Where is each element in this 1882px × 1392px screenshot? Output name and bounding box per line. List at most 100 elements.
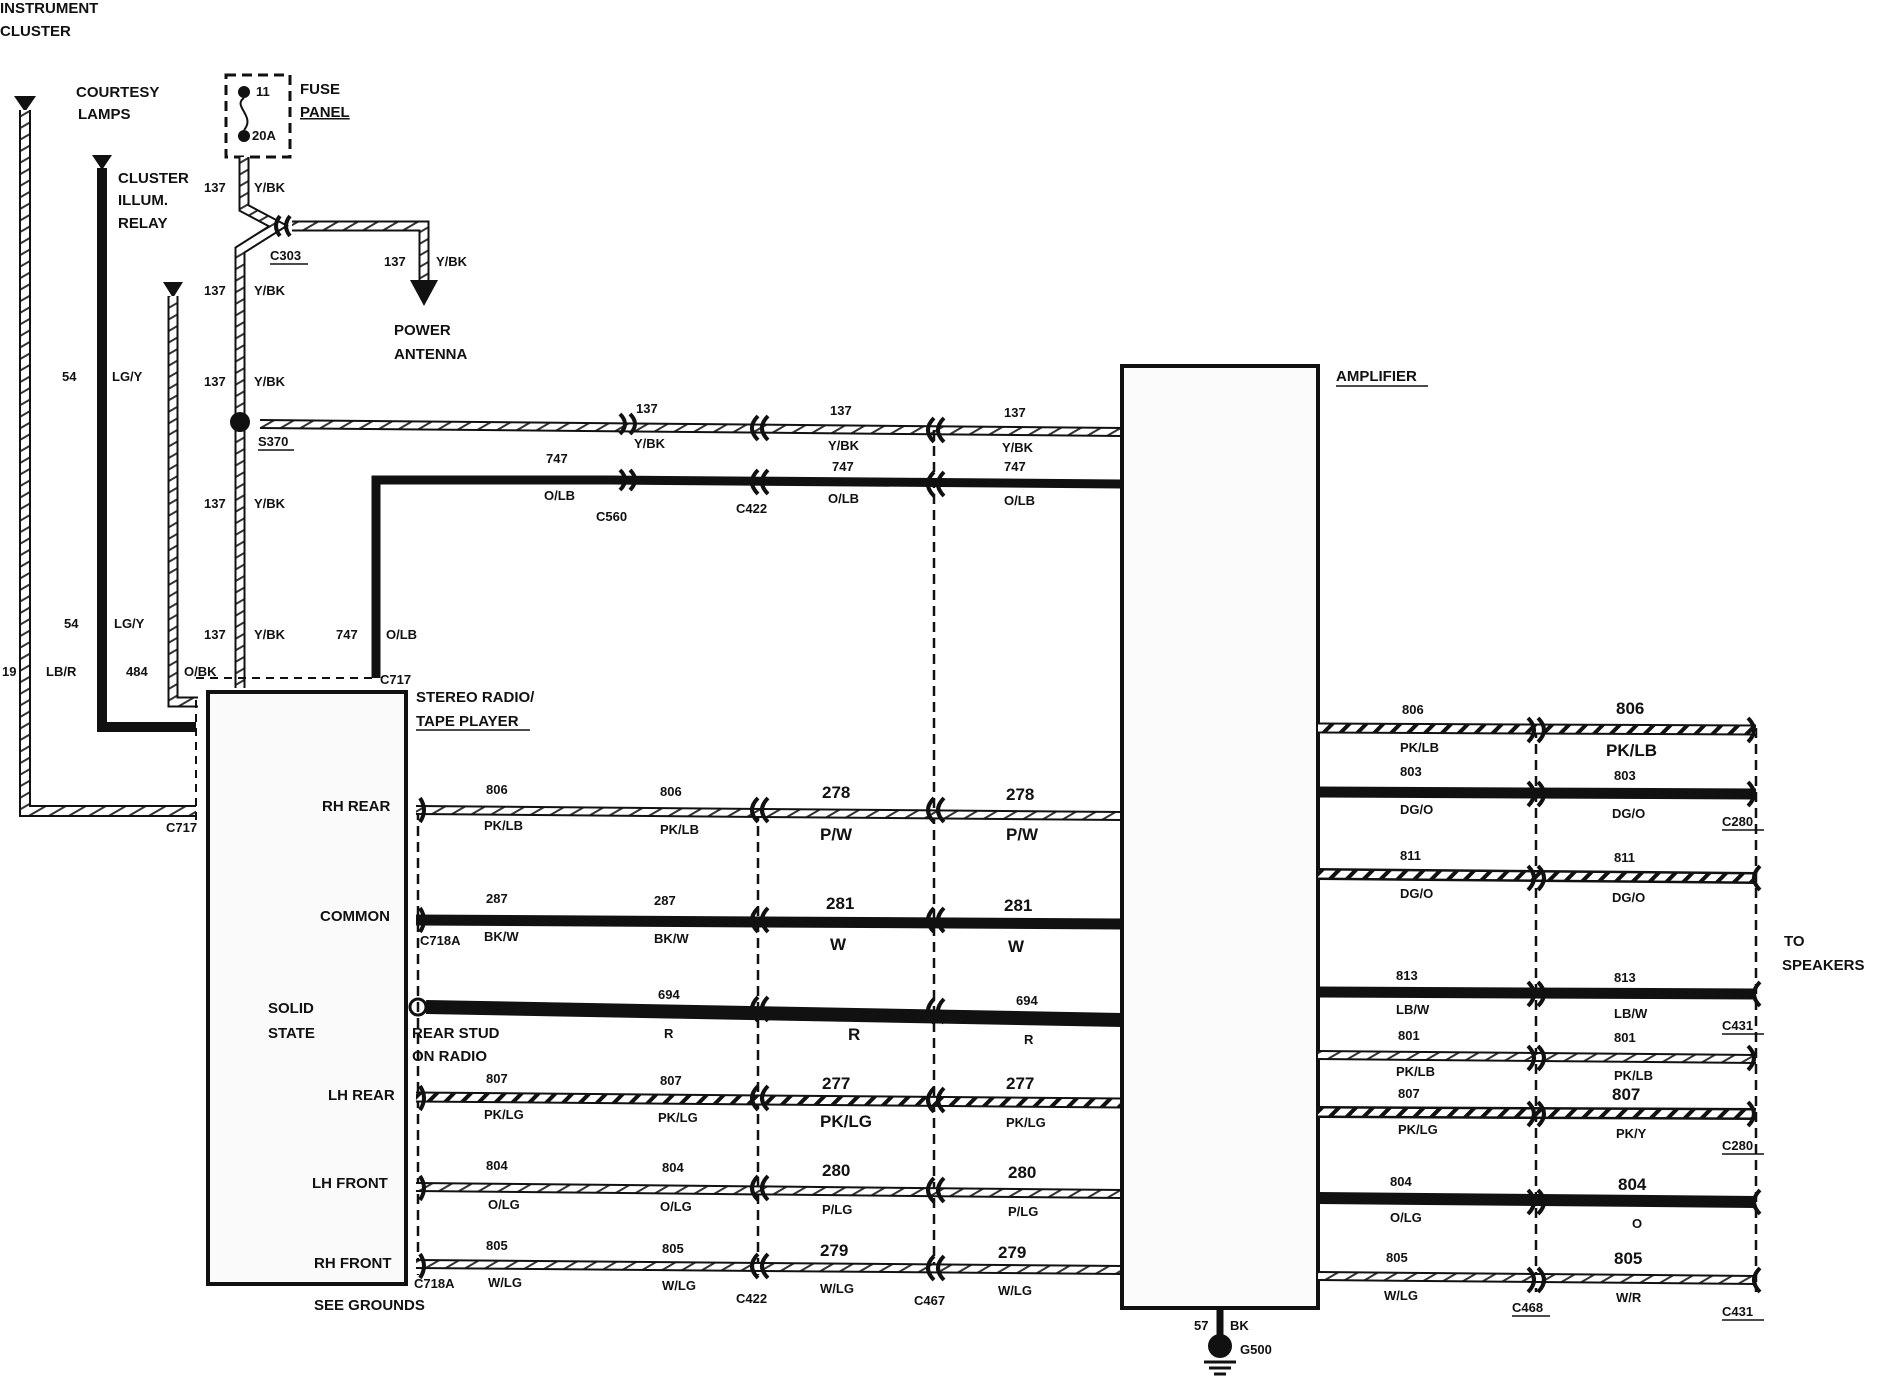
svg-text:807: 807 <box>1612 1085 1640 1104</box>
svg-text:Y/BK: Y/BK <box>254 496 286 511</box>
svg-text:747: 747 <box>336 627 358 642</box>
svg-text:277: 277 <box>822 1074 850 1093</box>
svg-text:ON RADIO: ON RADIO <box>412 1048 487 1065</box>
svg-text:LH REAR: LH REAR <box>328 1087 395 1104</box>
svg-text:804: 804 <box>662 1160 684 1175</box>
amp-connector-chevrons <box>1526 716 1762 1294</box>
svg-text:W/LG: W/LG <box>998 1283 1032 1298</box>
svg-text:O/LB: O/LB <box>1004 493 1035 508</box>
svg-text:811: 811 <box>1400 848 1421 863</box>
connector-chevrons <box>418 412 946 1282</box>
svg-text:C560: C560 <box>596 509 627 524</box>
svg-text:P/W: P/W <box>820 825 853 844</box>
svg-text:POWER: POWER <box>394 322 451 339</box>
svg-text:57: 57 <box>1194 1318 1208 1333</box>
svg-text:BK/W: BK/W <box>484 929 519 944</box>
svg-text:137: 137 <box>204 627 226 642</box>
svg-text:Y/BK: Y/BK <box>436 254 468 269</box>
svg-text:PK/LG: PK/LG <box>1398 1122 1438 1137</box>
svg-text:TO: TO <box>1784 933 1805 950</box>
svg-text:278: 278 <box>822 783 850 802</box>
svg-text:LAMPS: LAMPS <box>78 106 131 123</box>
svg-text:PK/Y: PK/Y <box>1616 1126 1647 1141</box>
svg-text:W/LG: W/LG <box>662 1278 696 1293</box>
svg-text:11: 11 <box>256 84 270 99</box>
amp-output-wires: 806 PK/LB 806 PK/LB 803 DG/O 803 DG/O 81… <box>1317 699 1757 1305</box>
svg-text:807: 807 <box>660 1073 682 1088</box>
svg-text:TAPE PLAYER: TAPE PLAYER <box>416 713 519 730</box>
svg-text:RELAY: RELAY <box>118 215 167 232</box>
svg-text:PK/LG: PK/LG <box>484 1107 524 1122</box>
wire-54: 54 LG/Y 54 LG/Y <box>62 155 196 732</box>
svg-text:CLUSTER: CLUSTER <box>0 23 71 40</box>
svg-text:C718A: C718A <box>414 1276 455 1291</box>
svg-text:805: 805 <box>486 1238 508 1253</box>
svg-text:806: 806 <box>1402 702 1424 717</box>
svg-text:FUSE: FUSE <box>300 81 340 98</box>
svg-text:804: 804 <box>1618 1175 1647 1194</box>
wire-484: 484 O/BK <box>126 282 217 708</box>
svg-text:LG/Y: LG/Y <box>114 616 145 631</box>
svg-text:LG/Y: LG/Y <box>112 369 143 384</box>
svg-text:Y/BK: Y/BK <box>1002 440 1034 455</box>
svg-text:803: 803 <box>1614 768 1636 783</box>
stereo-radio-box: STEREO RADIO/ TAPE PLAYER C717 RH REAR C… <box>166 677 535 1314</box>
svg-text:806: 806 <box>486 782 508 797</box>
svg-text:813: 813 <box>1396 968 1418 983</box>
svg-text:O/LB: O/LB <box>386 627 417 642</box>
svg-text:137: 137 <box>204 496 226 511</box>
svg-text:801: 801 <box>1398 1028 1420 1043</box>
svg-text:COURTESY: COURTESY <box>76 84 159 101</box>
svg-text:279: 279 <box>820 1241 848 1260</box>
svg-text:281: 281 <box>1004 896 1032 915</box>
svg-text:W/R: W/R <box>1616 1290 1642 1305</box>
svg-text:O/LG: O/LG <box>488 1197 520 1212</box>
svg-text:805: 805 <box>662 1241 684 1256</box>
svg-text:PK/LB: PK/LB <box>1400 740 1439 755</box>
svg-text:C467: C467 <box>914 1293 945 1308</box>
svg-text:806: 806 <box>660 784 682 799</box>
svg-text:C468: C468 <box>1512 1300 1543 1315</box>
svg-text:137: 137 <box>830 403 852 418</box>
svg-text:C431: C431 <box>1722 1304 1753 1319</box>
svg-text:279: 279 <box>998 1243 1026 1262</box>
svg-text:DG/O: DG/O <box>1612 806 1645 821</box>
svg-text:RH FRONT: RH FRONT <box>314 1255 392 1272</box>
svg-text:PK/LG: PK/LG <box>820 1112 872 1131</box>
ground-g500: 57 BK G500 <box>1194 1308 1272 1376</box>
svg-text:INSTRUMENT: INSTRUMENT <box>0 0 98 17</box>
svg-text:O: O <box>1632 1216 1642 1231</box>
svg-text:807: 807 <box>1398 1086 1420 1101</box>
svg-text:W/LG: W/LG <box>820 1281 854 1296</box>
svg-text:804: 804 <box>486 1158 508 1173</box>
svg-text:484: 484 <box>126 664 148 679</box>
amp-connector-labels: C280 C431 C280 C431 C468 TO SPEAKERS <box>1512 814 1865 1321</box>
svg-text:LB/R: LB/R <box>46 664 77 679</box>
svg-text:REAR STUD: REAR STUD <box>412 1025 500 1042</box>
svg-text:C717: C717 <box>166 820 197 835</box>
svg-text:DG/O: DG/O <box>1400 886 1433 901</box>
svg-text:LH FRONT: LH FRONT <box>312 1175 388 1192</box>
s370-splice: S370 <box>230 412 294 451</box>
svg-text:PK/LB: PK/LB <box>1396 1064 1435 1079</box>
svg-text:C280: C280 <box>1722 814 1753 829</box>
wire-19: 19 LB/R <box>2 96 196 817</box>
svg-text:ANTENNA: ANTENNA <box>394 346 467 363</box>
svg-text:137: 137 <box>204 283 226 298</box>
instrument-cluster-label: INSTRUMENT CLUSTER <box>0 0 98 40</box>
svg-text:S370: S370 <box>258 434 288 449</box>
svg-text:805: 805 <box>1386 1250 1408 1265</box>
amplifier-box: AMPLIFIER <box>1120 364 1428 1310</box>
wire-137-feed: 137 Y/BK 137 Y/BK 137 Y/BK 137 Y/BK 137 … <box>204 157 289 688</box>
svg-text:O/BK: O/BK <box>184 664 217 679</box>
svg-text:Y/BK: Y/BK <box>254 283 286 298</box>
svg-text:PK/LB: PK/LB <box>484 818 523 833</box>
svg-text:694: 694 <box>1016 993 1038 1008</box>
svg-text:C422: C422 <box>736 1291 767 1306</box>
svg-text:COMMON: COMMON <box>320 908 390 925</box>
svg-text:Y/BK: Y/BK <box>254 180 286 195</box>
svg-text:137: 137 <box>384 254 406 269</box>
svg-text:PK/LB: PK/LB <box>1614 1068 1653 1083</box>
svg-text:LB/W: LB/W <box>1396 1002 1430 1017</box>
svg-text:AMPLIFIER: AMPLIFIER <box>1336 368 1417 385</box>
